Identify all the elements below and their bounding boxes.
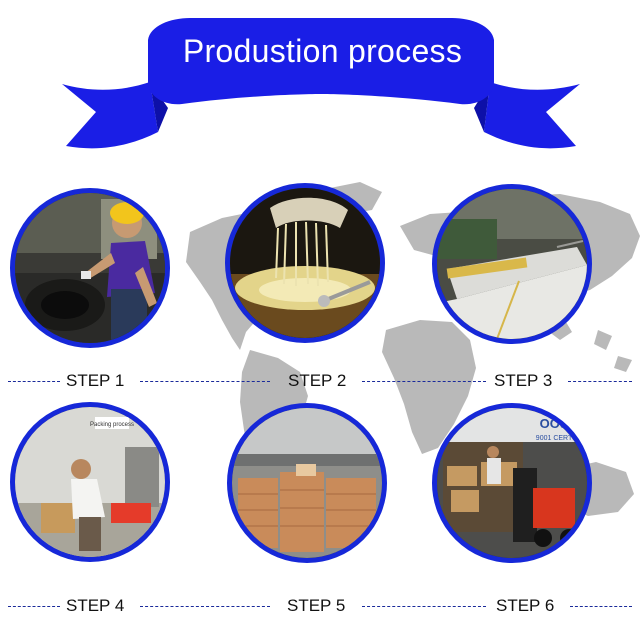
packing-boxes-photo: Packing process [15, 407, 165, 557]
divider [140, 381, 270, 382]
divider [568, 381, 632, 382]
step-5-label: STEP 5 [287, 596, 346, 615]
step-6-label: STEP 6 [496, 596, 555, 615]
step-4-label: STEP 4 [66, 596, 125, 615]
step-3-photo [432, 184, 592, 344]
step-3-label: STEP 3 [494, 371, 553, 390]
step-1-photo [10, 188, 170, 348]
step-2-label: STEP 2 [288, 371, 347, 390]
step-1-label: STEP 1 [66, 371, 125, 390]
page-title: Produstion process [182, 33, 463, 69]
container-cert-label: 9001 CERTI [536, 435, 574, 442]
step-2-photo [225, 183, 385, 343]
title-ribbon [62, 18, 580, 149]
divider [362, 606, 486, 607]
divider [570, 606, 632, 607]
step-5-photo [227, 403, 387, 563]
step-row-top: STEP 1 STEP 2 STEP 3 [0, 369, 640, 393]
divider [140, 606, 270, 607]
molten-wax-dripping-photo [230, 188, 380, 338]
packing-sign-text: Packing process [90, 422, 134, 428]
cooling-line-photo [437, 189, 587, 339]
forklift-loading-container-photo: OO90 9001 CERTI [437, 408, 587, 558]
divider [8, 606, 60, 607]
step-4-photo: Packing process [10, 402, 170, 562]
step-6-photo: OO90 9001 CERTI [432, 403, 592, 563]
warehouse-stock-photo [232, 408, 382, 558]
divider [8, 381, 60, 382]
worker-with-mold-photo [15, 193, 165, 343]
divider [362, 381, 486, 382]
step-row-bottom: STEP 4 STEP 5 STEP 6 [0, 594, 640, 618]
